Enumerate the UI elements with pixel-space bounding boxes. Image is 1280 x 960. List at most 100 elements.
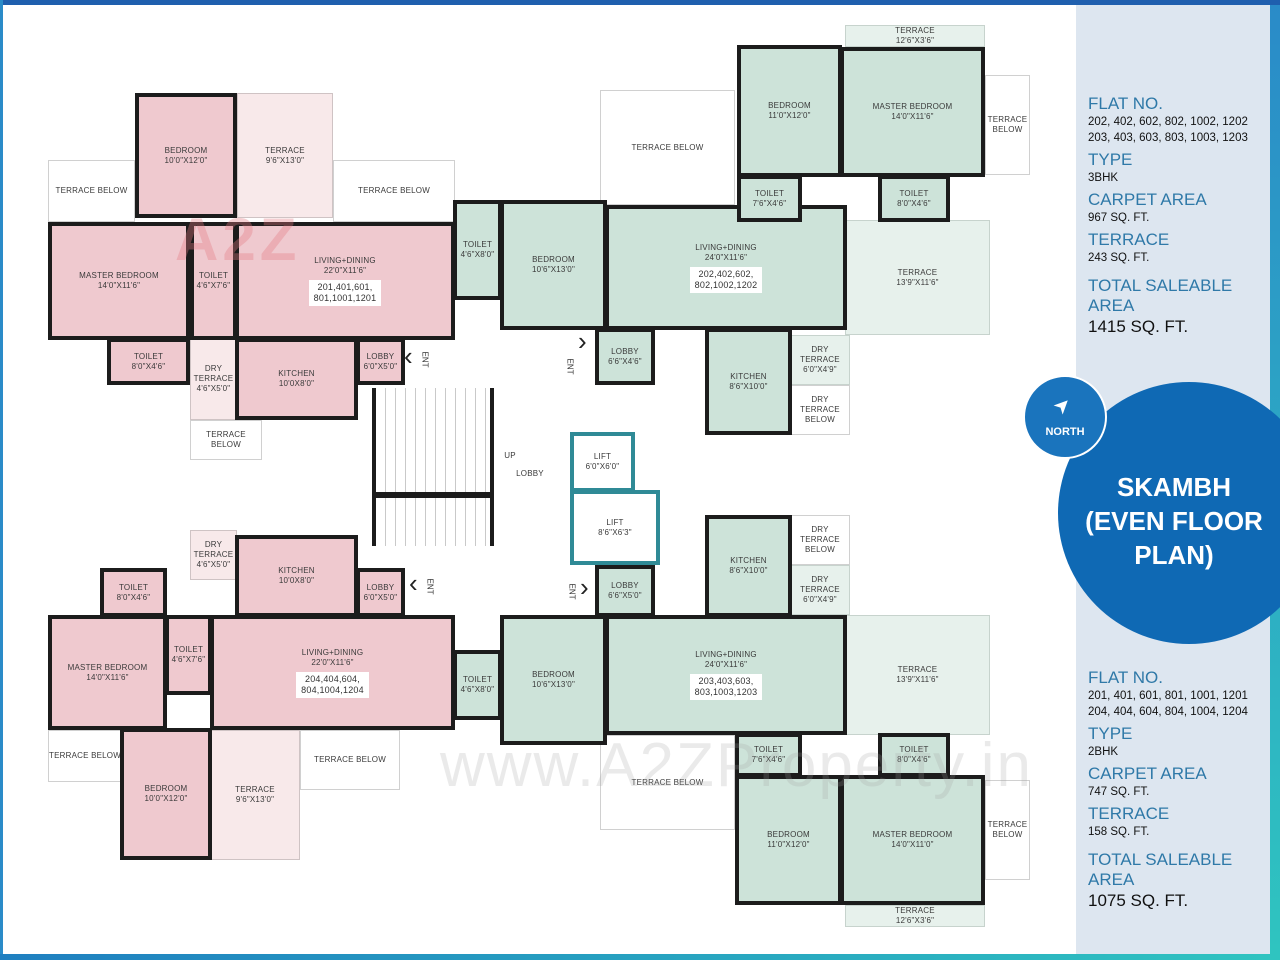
frame-left-border (0, 0, 3, 960)
room-name: BEDROOM (768, 101, 811, 110)
entry-label: ENT (565, 358, 575, 375)
room-name: DRY TERRACE (800, 345, 840, 364)
room-dry-terrace-below: DRY TERRACE BELOW (790, 385, 850, 435)
total-saleable-value: 1075 SQ. FT. (1088, 891, 1189, 910)
type-value: 3BHK (1088, 172, 1119, 184)
info-2bhk: FLAT NO. 201, 401, 601, 801, 1001, 1201 … (1088, 664, 1278, 912)
entry-arrow-icon: › (578, 326, 587, 356)
flat-no-line: 203, 403, 603, 803, 1003, 1203 (1088, 132, 1248, 144)
room-name: TOILET (133, 351, 164, 361)
watermark-logo: A2Z (175, 206, 301, 273)
title-line: (EVEN FLOOR (1085, 506, 1263, 536)
room-size: 9'6"X13'0" (265, 155, 305, 165)
total-saleable-label: TOTAL SALEABLE AREA (1088, 850, 1233, 889)
room-size: 10'0"X12'0" (164, 155, 208, 165)
terrace-value: 158 SQ. FT. (1088, 826, 1150, 838)
room-size: 6'0"X6'0" (585, 462, 620, 471)
room-name: MASTER BEDROOM (872, 102, 953, 111)
room-name: TERRACE BELOW (631, 142, 704, 152)
info-3bhk: FLAT NO. 202, 402, 602, 802, 1002, 1202 … (1088, 90, 1278, 338)
room-size: 7'6"X4'6" (752, 198, 787, 208)
room-size: 10'0"X12'0" (144, 794, 188, 803)
entry-label: ENT (425, 578, 435, 595)
room-size: 13'9"X11'6" (896, 675, 939, 684)
room-size: 8'6"X10'0" (729, 381, 768, 391)
room-size: 6'0"X4'9" (803, 365, 837, 374)
entry-label: ENT (567, 583, 577, 600)
room-size: 22'0"X11'6" (323, 266, 367, 275)
room-size: 14'0"X11'6" (891, 112, 934, 121)
room-size: 24'0"X11'6" (704, 252, 748, 262)
room-size: 12'6"X3'6" (895, 916, 935, 925)
total-saleable-label: TOTAL SALEABLE AREA (1088, 276, 1233, 315)
room-name: KITCHEN (730, 556, 767, 565)
north-badge (1023, 375, 1107, 459)
room-name: TOILET (173, 645, 204, 654)
room-size: 10'6"X13'0" (532, 265, 575, 274)
room-size: 10'0X8'0" (278, 379, 315, 388)
terrace-label: TERRACE (1088, 804, 1170, 823)
room-name: BEDROOM (532, 670, 575, 679)
room-size: 8'6"X10'0" (729, 566, 768, 575)
room-name: LIFT (606, 517, 624, 527)
terrace-label: TERRACE (1088, 230, 1170, 249)
room-name: BEDROOM (532, 255, 575, 264)
flat-no-line: 201, 401, 601, 801, 1001, 1201 (1088, 690, 1248, 702)
room-name: MASTER BEDROOM (79, 271, 159, 280)
room-size: 6'0"X5'0" (363, 592, 398, 602)
frame-bottom-border (0, 954, 1280, 960)
room-name: TERRACE (265, 145, 305, 155)
room-size: 7'6"X4'6" (751, 755, 786, 764)
type-label: TYPE (1088, 724, 1133, 743)
room-size: 4'6"X8'0" (460, 250, 495, 259)
room-name: LOBBY (366, 582, 395, 592)
room-name: TOILET (198, 271, 229, 280)
flat-no-label: FLAT NO. (1088, 668, 1163, 687)
room-name: DRY TERRACE (193, 364, 234, 383)
room-name: TOILET (462, 240, 493, 249)
carpet-area-value: 967 SQ. FT. (1088, 212, 1150, 224)
room-name: TERRACE BELOW (49, 751, 121, 760)
room-name: LOBBY (611, 581, 639, 590)
flat-numbers-tag: 201,401,601, 801,1001,1201 (308, 280, 382, 306)
room-name: TOILET (899, 745, 929, 754)
room-name: TERRACE BELOW (987, 115, 1028, 134)
room-size: 8'0"X4'6" (897, 198, 931, 208)
staircase-landing-wall (372, 492, 494, 498)
room-lobby: LOBBY (505, 466, 555, 482)
room-name: KITCHEN (278, 566, 315, 575)
room-name: MASTER BEDROOM (872, 830, 953, 839)
room-name: TOILET (754, 188, 785, 198)
room-size: 13'9"X11'6" (896, 277, 939, 287)
entry-arrow-icon: ‹ (404, 341, 413, 371)
room-name: TERRACE (897, 267, 938, 277)
room-size: 11'0"X12'0" (767, 840, 810, 849)
title-line: SKAMBH (1116, 472, 1232, 502)
room-terrace-below: TERRACE BELOW (985, 780, 1030, 880)
room-size: 8'0"X4'6" (116, 592, 151, 602)
room-name: KITCHEN (730, 371, 767, 381)
room-size: 4'6"X5'0" (196, 560, 231, 569)
room-size: 8'0"X4'6" (897, 755, 931, 764)
total-saleable-value: 1415 SQ. FT. (1088, 317, 1189, 336)
room-name: TERRACE BELOW (55, 186, 128, 195)
room-size: 10'6"X13'0" (532, 680, 575, 689)
